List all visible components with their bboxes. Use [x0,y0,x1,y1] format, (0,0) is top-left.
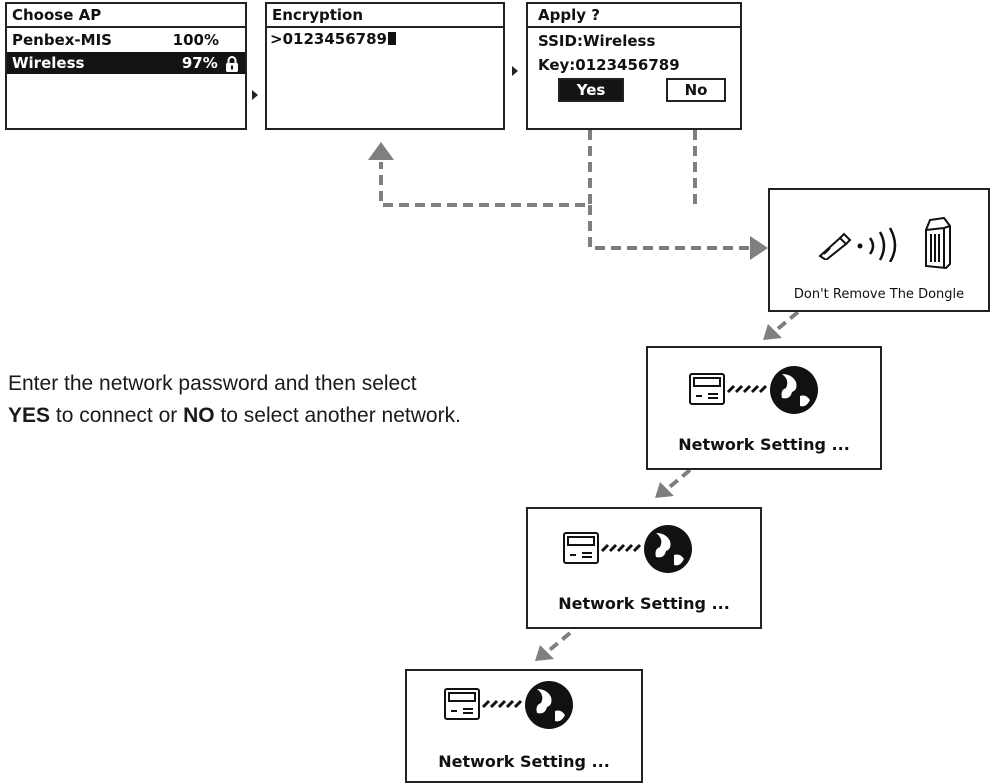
next-arrow-icon [512,66,518,76]
network-setting-screen-2: Network Setting ... [526,507,762,629]
encryption-title: Encryption [267,4,503,28]
no-keyword: NO [183,404,215,427]
dongle-warning-screen: Don't Remove The Dongle [768,188,990,312]
choose-ap-title: Choose AP [7,4,245,28]
no-button[interactable]: No [666,78,726,102]
text-cursor [387,32,396,45]
key-label: Key:0123456789 [538,56,680,74]
next-arrow-icon [252,90,258,100]
yes-button[interactable]: Yes [558,78,624,102]
instruction-text: Enter the network password and then sele… [8,368,608,432]
ap-name: Wireless [12,54,85,72]
device-to-globe-icon [563,525,692,573]
ap-name: Penbex-MIS [12,31,112,49]
password-input[interactable]: >0123456789 [270,30,387,48]
down-left-arrowhead-icon [655,482,674,498]
to-network-3 [544,631,572,655]
ssid-label: SSID:Wireless [538,32,656,50]
wifi-signal-icon [857,227,897,262]
network-setting-caption: Network Setting ... [438,752,610,771]
apply-title: Apply ? [528,4,740,28]
network-setting-caption: Network Setting ... [678,435,850,454]
instruction-line-1: Enter the network password and then sele… [8,372,417,395]
instruction-line-2: YES to connect or NO to select another n… [8,404,461,427]
encryption-screen: Encryption >0123456789 [265,2,505,130]
yes-keyword: YES [8,404,51,427]
router-icon [925,216,951,270]
down-left-arrowhead-icon [535,645,554,661]
back-connector [379,130,592,207]
yes-connector [588,205,752,250]
to-network-2 [664,468,692,492]
network-setting-screen-3: Network Setting ... [405,669,643,783]
apply-screen: Apply ? SSID:Wireless Key:0123456789 Yes… [526,2,742,130]
choose-ap-screen: Choose AP Penbex-MIS 100% Wireless 97% [5,2,247,130]
device-to-globe-icon [689,366,818,414]
dongle-caption: Don't Remove The Dongle [793,287,965,302]
network-setting-screen-1: Network Setting ... [646,346,882,470]
dongle-icon [818,232,852,260]
ap-item-penbex-mis[interactable]: Penbex-MIS 100% [7,29,245,51]
lock-icon [226,55,238,72]
right-arrowhead-icon [750,236,768,260]
down-left-arrowhead-icon [763,324,782,340]
ap-signal: 97% [181,54,218,72]
device-to-globe-icon [444,681,573,729]
up-arrowhead-icon [368,142,394,160]
ap-item-wireless[interactable]: Wireless 97% [7,52,245,74]
to-network-1 [772,310,800,334]
network-setting-caption: Network Setting ... [558,594,730,613]
ap-signal: 100% [172,31,219,49]
